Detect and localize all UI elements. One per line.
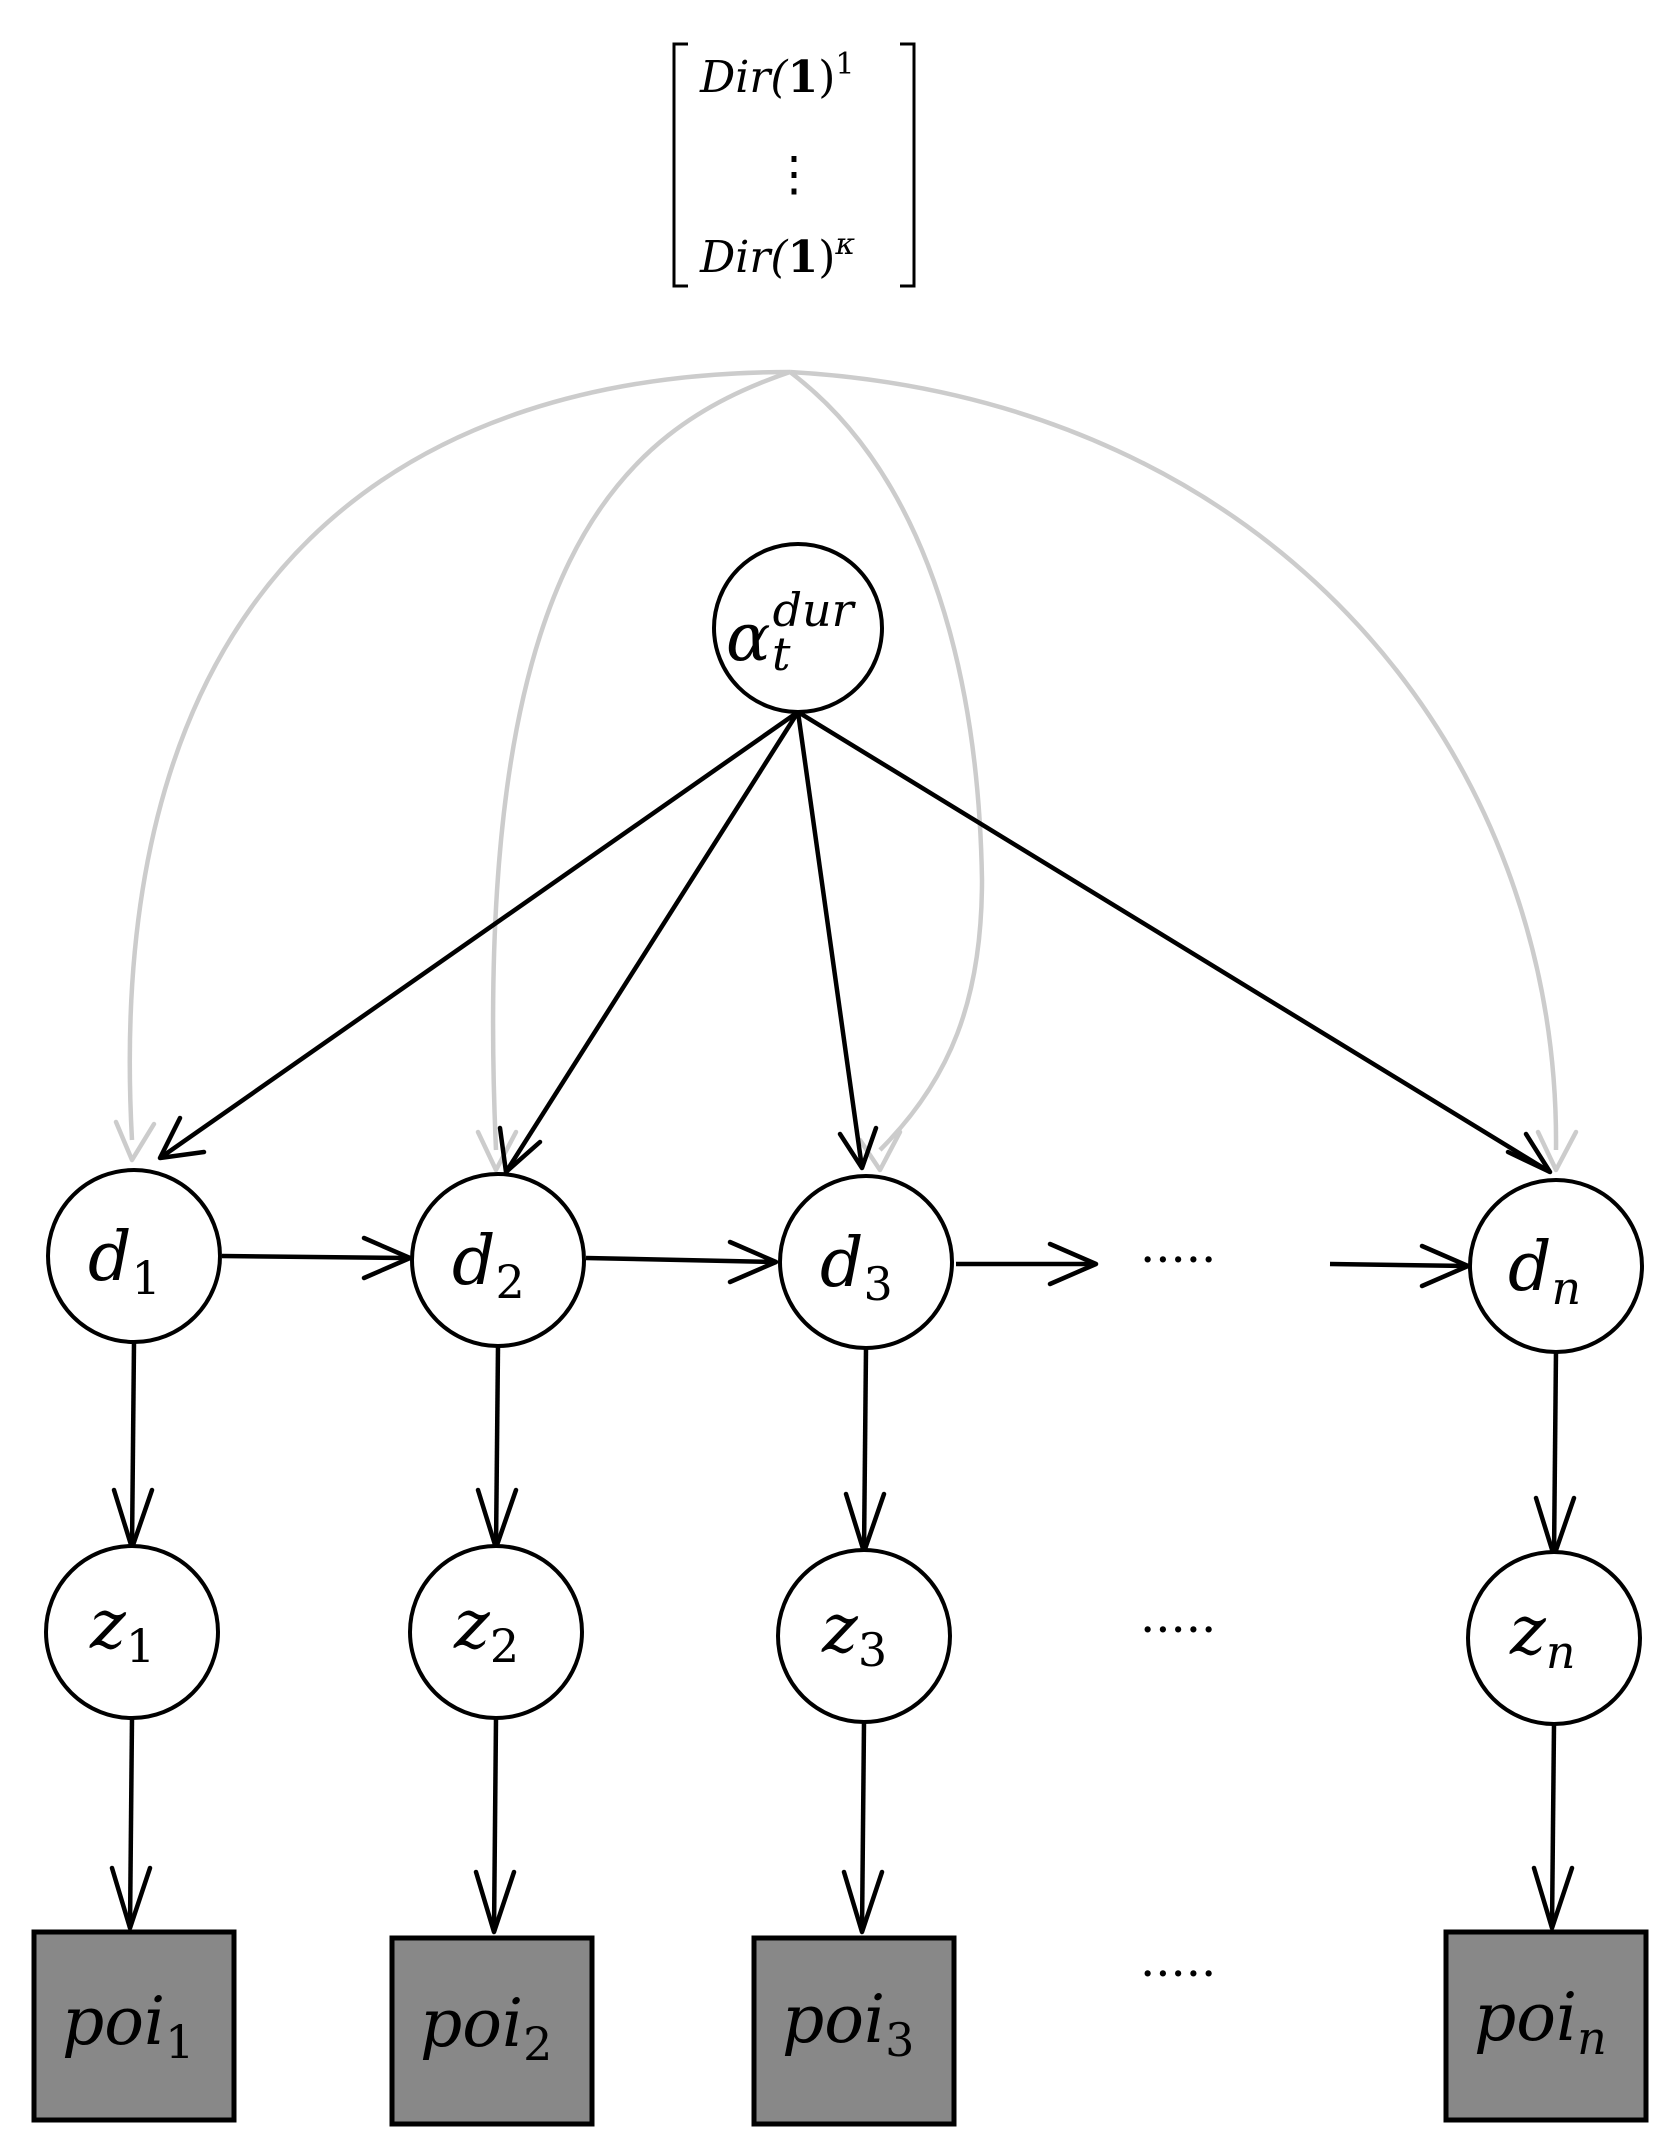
- d1-to-d2-edge: [221, 1253, 411, 1261]
- prior-to-d3-edge: [788, 370, 985, 1152]
- d-node-1-circle: [46, 1168, 222, 1344]
- d-node-3-circle: [778, 1174, 954, 1350]
- z1-to-poi1-edge: [127, 1717, 135, 1929]
- poi-row-ellipsis: .....: [1140, 1932, 1216, 1988]
- d-node-2: d2: [410, 1172, 586, 1348]
- alpha-node-circle: [712, 542, 884, 714]
- d-node-2-label: d2: [452, 1222, 525, 1309]
- poi-node-3: poi3: [751, 1935, 957, 2127]
- d1-to-z1-edge: [129, 1341, 137, 1549]
- poi-node-2-label: poi2: [420, 1985, 552, 2071]
- alpha-node-label: αdur: [726, 583, 857, 676]
- d-node-1: d1: [46, 1168, 222, 1344]
- d-node-3: d3: [778, 1174, 954, 1350]
- prior-bottom-entry: Dir(1)κ: [699, 227, 855, 283]
- alpha-node: αdur t: [712, 542, 884, 714]
- poi-node-2-box: [389, 1935, 595, 2127]
- d-node-n-label: dn: [1508, 1228, 1581, 1315]
- alpha-node-subscript: t: [772, 627, 791, 681]
- alpha-to-d1-edge: [158, 710, 800, 1160]
- right-bracket: [900, 42, 916, 288]
- z-node-n: zn: [1466, 1550, 1642, 1726]
- prior-top-entry: Dir(1)1: [699, 47, 854, 103]
- z3-to-poi3-edge: [859, 1721, 867, 1933]
- d3-to-ellipsis-arrowhead: [1047, 1241, 1099, 1287]
- d-node-1-label: d1: [88, 1218, 161, 1305]
- d2-to-d3-arrowhead: [727, 1239, 779, 1285]
- d-node-n: dn: [1468, 1178, 1644, 1354]
- z-node-2: z2: [408, 1544, 584, 1720]
- poi-node-3-label: poi3: [782, 1981, 914, 2067]
- z-node-n-circle: [1466, 1550, 1642, 1726]
- prior-vdots: ⋮: [770, 146, 818, 202]
- z-node-3: z3: [776, 1548, 952, 1724]
- z2-to-poi2-arrowhead: [473, 1869, 517, 1935]
- z2-to-poi2-edge: [491, 1717, 499, 1933]
- z-node-3-circle: [776, 1548, 952, 1724]
- prior-matrix: Dir(1)1 ⋮ Dir(1)κ: [672, 42, 916, 288]
- alpha-to-dn-edge: [796, 710, 1552, 1174]
- alpha-to-d3-arrowhead: [837, 1125, 879, 1171]
- d-node-2-circle: [410, 1172, 586, 1348]
- poi-node-3-box: [751, 1935, 957, 2127]
- z-node-1: z1: [44, 1544, 220, 1720]
- z-node-2-circle: [408, 1544, 584, 1720]
- poi-node-n: poin: [1443, 1929, 1649, 2123]
- vertical-edges: [109, 1341, 1577, 1935]
- prior-to-dn-edge: [789, 369, 1559, 1151]
- d2-to-d3-edge: [585, 1255, 777, 1265]
- z3-to-poi3-arrowhead: [841, 1869, 885, 1935]
- prior-to-d2-arrowhead: [475, 1129, 519, 1173]
- zn-to-poin-edge: [1549, 1723, 1557, 1929]
- ellipsis-to-dn-edge: [1329, 1261, 1469, 1269]
- alpha-to-d1-arrowhead: [157, 1115, 207, 1161]
- alpha-to-d3-edge: [795, 711, 865, 1169]
- d3-to-z3-edge: [861, 1347, 869, 1553]
- z-node-1-label: z1: [89, 1586, 155, 1673]
- dn-to-zn-edge: [1551, 1349, 1559, 1557]
- z-node-n-label: zn: [1509, 1592, 1575, 1679]
- poi-node-2: poi2: [389, 1935, 595, 2127]
- poi-node-1-box: [31, 1929, 237, 2123]
- d-node-3-label: d3: [820, 1224, 893, 1311]
- poi-node-n-label: poin: [1474, 1979, 1607, 2065]
- alpha-edges: [157, 710, 1553, 1175]
- d-node-n-circle: [1468, 1178, 1644, 1354]
- poi-node-1: poi1: [31, 1929, 237, 2123]
- prior-to-d1-edge: [127, 369, 791, 1141]
- d1-to-d2-arrowhead: [361, 1235, 413, 1281]
- z1-to-poi1-arrowhead: [109, 1865, 153, 1931]
- z-row-ellipsis: .....: [1140, 1588, 1216, 1644]
- zn-to-poin-arrowhead: [1531, 1865, 1575, 1931]
- chain-edges: [221, 1235, 1471, 1289]
- prior-to-d2-edge: [490, 369, 791, 1151]
- poi-node-1-label: poi1: [62, 1983, 194, 2069]
- alpha-to-dn-arrowhead: [1505, 1131, 1553, 1175]
- poi-node-n-box: [1443, 1929, 1649, 2123]
- prior-edges: [113, 369, 1579, 1173]
- alpha-to-d2-edge: [504, 710, 800, 1174]
- d-row-ellipsis: .....: [1140, 1218, 1216, 1274]
- prior-to-dn-arrowhead: [1535, 1129, 1579, 1173]
- z-node-1-circle: [44, 1544, 220, 1720]
- d2-to-z2-edge: [493, 1345, 501, 1549]
- prior-to-d1-arrowhead: [113, 1119, 157, 1163]
- left-bracket: [672, 42, 688, 288]
- z-node-3-label: z3: [821, 1590, 887, 1677]
- alpha-to-d2-arrowhead: [497, 1125, 543, 1175]
- z-node-2-label: z2: [453, 1586, 519, 1673]
